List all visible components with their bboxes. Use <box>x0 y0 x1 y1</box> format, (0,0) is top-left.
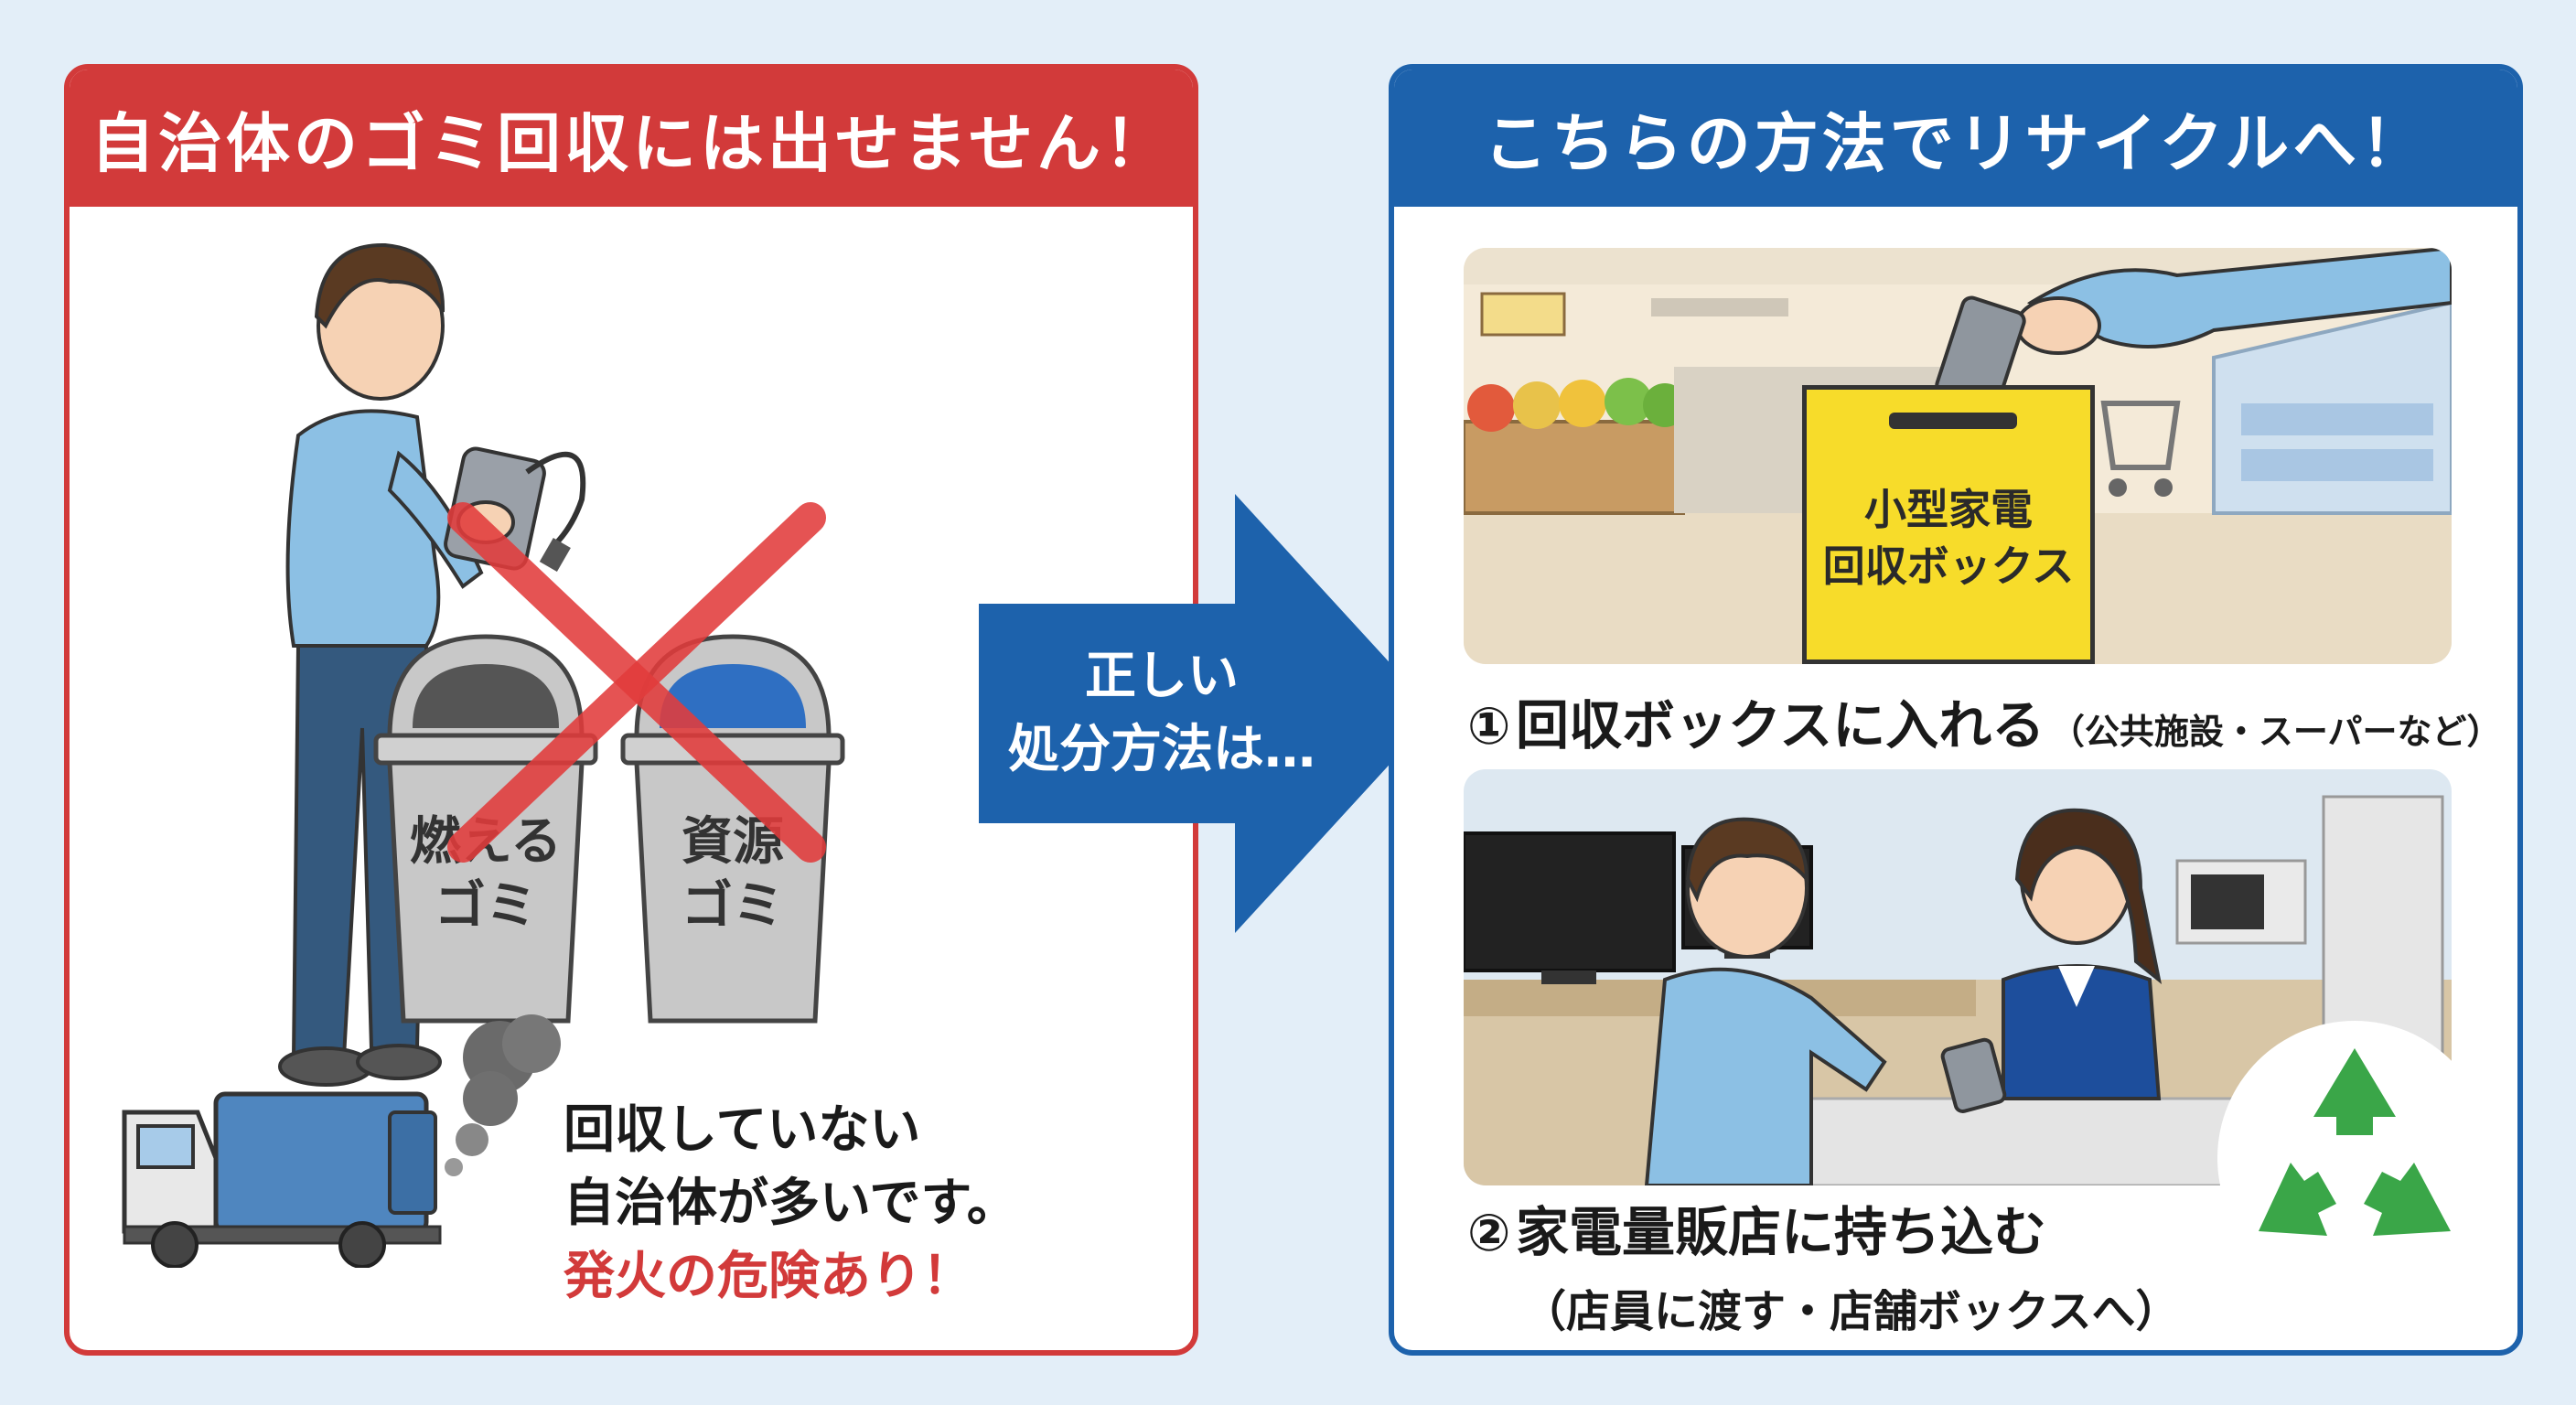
arrow-caption-line1: 正しい <box>1085 647 1239 706</box>
hand-icon <box>1935 248 2452 411</box>
warning-message: 回収していない 自治体が多いです。 発火の危険あり！ <box>564 1094 1018 1314</box>
step-2: ② 家電量販店に持ち込む （店員に渡す・店舗ボックスへ） <box>1467 1199 2180 1345</box>
recycle-methods-panel: こちらの方法でリサイクルへ！ <box>1389 64 2523 1356</box>
shopping-cart-icon <box>2100 401 2181 497</box>
burnable-trash-bin: 燃える ゴミ <box>371 627 600 1030</box>
right-panel-title: こちらの方法でリサイクルへ！ <box>1394 70 2517 207</box>
trash-bin-icon <box>373 634 598 1024</box>
cross-mark-icon <box>447 502 826 863</box>
step-1-number: ① <box>1467 697 1511 756</box>
step-2-note: （店員に渡す・店舗ボックスへ） <box>1522 1286 2180 1337</box>
arrow-caption-line2: 処分方法は… <box>1008 720 1315 779</box>
step-1-text: 回収ボックスに入れる <box>1516 694 2045 756</box>
fire-danger-text: 発火の危険あり！ <box>564 1247 973 1306</box>
direction-arrow <box>979 494 1436 933</box>
warning-line2: 自治体が多いです。 <box>564 1174 1018 1233</box>
collection-box: 小型家電 回収ボックス <box>1802 385 2095 664</box>
step-1: ① 回収ボックスに入れる （公共施設・スーパーなど） <box>1467 682 2501 759</box>
recycle-icon <box>2217 1021 2492 1295</box>
collection-box-label: 小型家電 回収ボックス <box>1807 481 2090 595</box>
garbage-truck-icon <box>122 1091 442 1268</box>
warning-line1: 回収していない <box>564 1100 921 1160</box>
step-1-note: （公共施設・スーパーなど） <box>2049 712 2502 752</box>
bin-label-line2: ゴミ <box>435 876 537 936</box>
supermarket-scene: 小型家電 回収ボックス <box>1464 248 2452 664</box>
step-2-text: 家電量販店に持ち込む <box>1516 1201 2047 1263</box>
bin-label-line2: ゴミ <box>682 876 784 936</box>
smoke-icon <box>445 1014 561 1176</box>
box-label-line2: 回収ボックス <box>1822 542 2075 591</box>
step-2-number: ② <box>1467 1204 1511 1263</box>
box-label-line1: 小型家電 <box>1864 485 2033 534</box>
left-panel-title: 自治体のゴミ回収には出せません！ <box>70 70 1193 207</box>
box-slot <box>1889 413 2017 429</box>
arrow-caption: 正しい 処分方法は… <box>997 640 1326 787</box>
